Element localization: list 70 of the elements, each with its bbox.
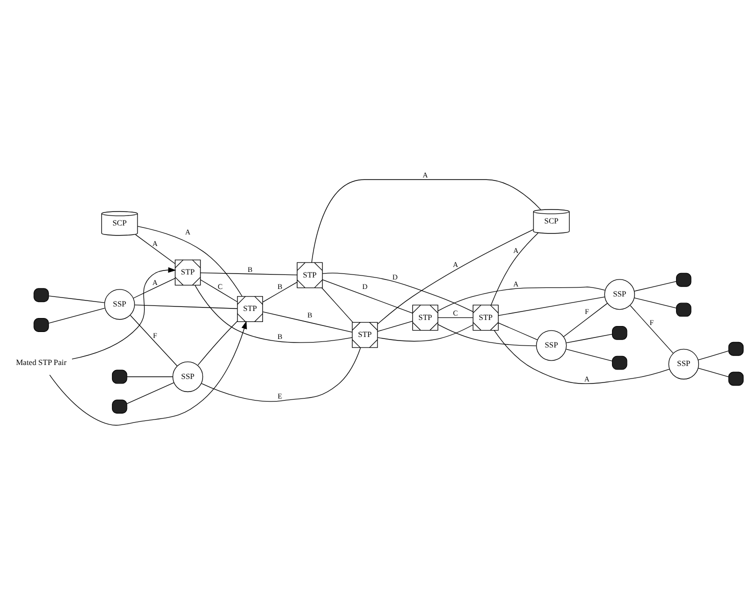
connector — [262, 282, 298, 302]
connector — [698, 368, 729, 378]
edge-label: A — [452, 260, 458, 270]
edge-label: A — [422, 170, 428, 180]
connector — [198, 320, 238, 366]
edge-label: A — [185, 228, 190, 237]
edge-label: C — [218, 282, 223, 292]
connector — [130, 315, 178, 366]
connector — [262, 312, 352, 333]
connector — [48, 308, 106, 324]
edge-label: B — [307, 310, 312, 320]
connector — [566, 348, 613, 362]
arrow — [49, 320, 247, 426]
connector — [133, 278, 176, 298]
edge-label: B — [277, 332, 282, 341]
node-telephone — [676, 272, 692, 287]
connector — [48, 296, 105, 303]
connector — [194, 285, 352, 343]
edge-label: C — [453, 308, 458, 318]
connector — [438, 317, 474, 318]
connector — [494, 330, 670, 384]
connector — [498, 322, 538, 340]
connector — [634, 281, 677, 292]
connector — [134, 304, 238, 309]
node-telephone — [728, 372, 744, 386]
edge-label: A — [513, 246, 519, 256]
node-telephone — [676, 302, 692, 317]
connector — [490, 232, 538, 306]
connector — [126, 382, 174, 404]
node-telephone — [612, 326, 628, 340]
node-telephone — [612, 356, 628, 370]
edge-label: E — [278, 392, 282, 401]
edge-label: B — [277, 282, 282, 292]
connector — [634, 298, 677, 308]
connector — [322, 288, 354, 323]
connector — [377, 229, 534, 324]
edge-label: D — [362, 282, 368, 292]
connector — [126, 376, 173, 378]
edge-label: A — [152, 278, 158, 288]
node-telephone — [728, 342, 744, 356]
connector — [698, 350, 729, 360]
node-telephone — [34, 288, 49, 302]
connector — [137, 226, 242, 297]
connector — [438, 324, 536, 346]
connector — [438, 286, 606, 312]
node-telephone — [112, 370, 128, 384]
edge-label: A — [152, 238, 158, 248]
connector — [566, 334, 613, 344]
edge-label: A — [513, 279, 519, 288]
connector — [377, 320, 413, 332]
connector — [311, 179, 541, 263]
connector — [200, 272, 298, 276]
connector — [630, 305, 674, 354]
connector — [200, 279, 238, 302]
connector — [377, 324, 474, 342]
edge-label: F — [153, 331, 158, 340]
connector — [135, 234, 176, 264]
connector — [201, 347, 361, 402]
edge-label: A — [584, 374, 590, 384]
edge-label: B — [248, 264, 252, 274]
connector — [498, 296, 606, 316]
connector — [322, 272, 474, 312]
edge-label: D — [392, 272, 398, 282]
node-telephone — [34, 318, 49, 332]
arrow — [72, 267, 176, 360]
connector — [563, 303, 608, 337]
edge-label: F — [650, 318, 654, 327]
node-telephone — [112, 400, 128, 414]
edge-label: F — [584, 307, 589, 316]
connector — [322, 279, 413, 314]
